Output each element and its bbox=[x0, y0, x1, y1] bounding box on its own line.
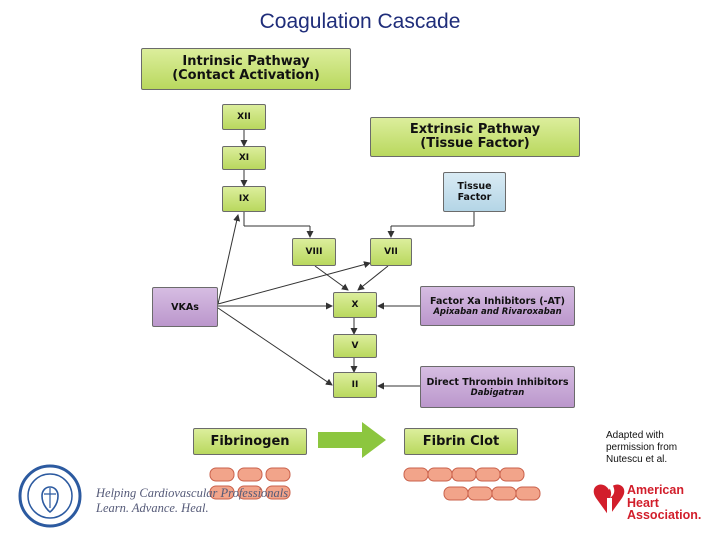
vka-line-ii bbox=[217, 307, 333, 386]
arrow-viii-x bbox=[314, 265, 349, 291]
intrinsic-pathway-box: Intrinsic Pathway (Contact Activation) bbox=[141, 48, 351, 90]
factor-xi-box: XI bbox=[222, 146, 266, 170]
vka-line-ix bbox=[217, 214, 241, 305]
attribution-note: Adapted with permission from Nutescu et … bbox=[606, 430, 678, 465]
thrombin-inhibitors-title: Direct Thrombin Inhibitors bbox=[426, 376, 569, 388]
factor-ix-box: IX bbox=[222, 186, 266, 212]
acc-tagline: Helping Cardiovascular Professionals Lea… bbox=[96, 486, 288, 516]
factor-xi-label: XI bbox=[238, 153, 250, 163]
factor-ii-box: II bbox=[333, 372, 377, 398]
factor-xa-inhibitors-box: Factor Xa Inhibitors (-AT) Apixaban and … bbox=[420, 286, 575, 326]
arrow-vii-x bbox=[357, 265, 389, 291]
fibrinogen-label: Fibrinogen bbox=[210, 433, 290, 449]
factor-viii-box: VIII bbox=[292, 238, 336, 266]
fibrin-clot-label: Fibrin Clot bbox=[422, 433, 500, 449]
tissue-factor-line1: Tissue bbox=[457, 181, 492, 192]
fibrinogen-box: Fibrinogen bbox=[193, 428, 307, 455]
intrinsic-pathway-title: Intrinsic Pathway bbox=[182, 54, 310, 69]
thrombin-inhibitors-drug: Dabigatran bbox=[470, 387, 525, 398]
factor-xii-box: XII bbox=[222, 104, 266, 130]
intrinsic-pathway-subtitle: (Contact Activation) bbox=[172, 68, 320, 83]
vkas-box: VKAs bbox=[152, 287, 218, 327]
extrinsic-pathway-box: Extrinsic Pathway (Tissue Factor) bbox=[370, 117, 580, 157]
acc-tagline-line2: Learn. Advance. Heal. bbox=[96, 501, 209, 515]
factor-viii-label: VIII bbox=[305, 247, 323, 257]
factor-v-box: V bbox=[333, 334, 377, 358]
factor-x-label: X bbox=[351, 300, 359, 310]
vkas-label: VKAs bbox=[171, 301, 199, 313]
page-title: Coagulation Cascade bbox=[259, 10, 461, 33]
aha-line3: Association. bbox=[627, 508, 702, 522]
factor-xii-label: XII bbox=[237, 112, 251, 122]
acc-tagline-line1: Helping Cardiovascular Professionals bbox=[96, 486, 289, 500]
aha-line2: Heart bbox=[627, 495, 659, 510]
vka-line-vii bbox=[217, 261, 371, 305]
factor-ii-label: II bbox=[351, 380, 359, 390]
factor-vii-label: VII bbox=[384, 247, 398, 257]
extrinsic-pathway-title: Extrinsic Pathway bbox=[409, 122, 541, 137]
factor-x-box: X bbox=[333, 292, 377, 318]
extrinsic-pathway-subtitle: (Tissue Factor) bbox=[420, 136, 530, 151]
aha-logo-text: American Heart Association. bbox=[627, 484, 701, 522]
thrombin-inhibitors-box: Direct Thrombin Inhibitors Dabigatran bbox=[420, 366, 575, 408]
factor-xa-inhibitors-drugs: Apixaban and Rivaroxaban bbox=[433, 306, 562, 317]
aha-heart-icon bbox=[593, 480, 625, 520]
fibrin-clot-box: Fibrin Clot bbox=[404, 428, 518, 455]
conversion-arrow bbox=[318, 422, 386, 458]
aha-line1: American bbox=[627, 483, 684, 497]
factor-xa-inhibitors-title: Factor Xa Inhibitors (-AT) bbox=[430, 295, 565, 307]
fibrinogen-monomers bbox=[209, 467, 291, 500]
fibrin-polymer bbox=[403, 467, 541, 501]
factor-v-label: V bbox=[351, 341, 359, 351]
tissue-factor-box: Tissue Factor bbox=[443, 172, 506, 212]
acc-seal-icon bbox=[18, 464, 82, 528]
tissue-factor-line2: Factor bbox=[457, 192, 492, 203]
factor-ix-label: IX bbox=[238, 194, 250, 204]
factor-vii-box: VII bbox=[370, 238, 412, 266]
